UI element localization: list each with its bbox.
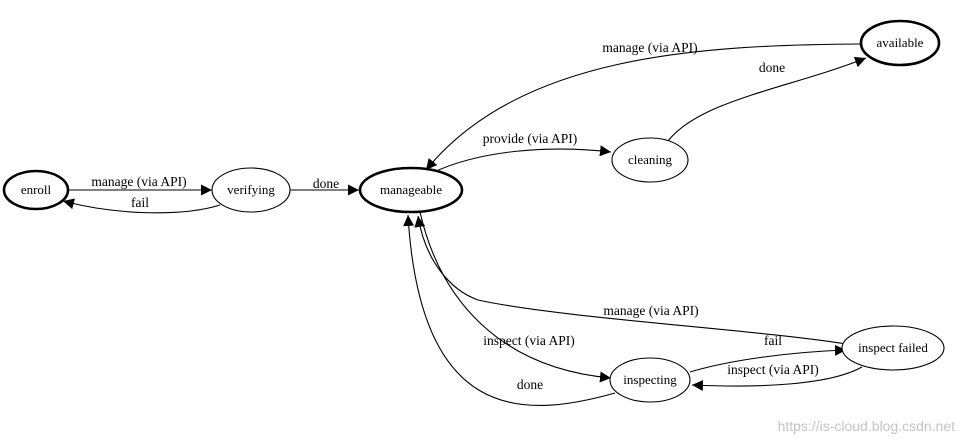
edge-inspect-failed-to-manageable: [414, 215, 847, 345]
edge-label-verifying-to-manageable: done: [313, 176, 339, 191]
node-label-available: available: [877, 35, 924, 50]
node-inspecting: inspecting: [609, 357, 691, 403]
edge-inspecting-to-inspect-failed: [689, 344, 847, 373]
edge-label-verifying-to-enroll: fail: [131, 195, 149, 210]
edge-available-to-manageable: [425, 43, 863, 171]
edge-label-available-to-manageable: manage (via API): [602, 40, 697, 55]
edge-cleaning-to-available: [667, 56, 867, 142]
edge-verifying-to-enroll: [62, 198, 221, 214]
edge-manageable-to-cleaning: [431, 145, 612, 174]
node-label-verifying: verifying: [227, 182, 275, 197]
node-enroll: enroll: [2, 169, 70, 211]
watermark-text: https://is-cloud.blog.csdn.net: [778, 418, 956, 434]
edge-label-inspecting-to-manageable: done: [517, 377, 543, 392]
edge-label-inspect-failed-to-manageable: manage (via API): [603, 303, 698, 318]
node-label-manageable: manageable: [380, 182, 442, 197]
node-inspect-failed: inspect failed: [841, 325, 945, 371]
node-verifying: verifying: [211, 167, 291, 213]
edge-label-inspecting-to-inspect-failed: fail: [764, 333, 782, 348]
edge-label-inspect-failed-to-inspecting: inspect (via API): [727, 362, 818, 377]
node-label-inspect-failed: inspect failed: [858, 340, 928, 355]
edge-label-cleaning-to-available: done: [759, 60, 785, 75]
edge-inspecting-to-manageable: [403, 214, 616, 406]
node-manageable: manageable: [358, 166, 464, 214]
edge-label-enroll-to-verifying: manage (via API): [91, 174, 186, 189]
edge-label-manageable-to-inspecting: inspect (via API): [483, 333, 574, 348]
edge-manageable-to-inspecting: [419, 211, 612, 383]
edge-inspect-failed-to-inspecting: [691, 366, 863, 391]
node-label-cleaning: cleaning: [628, 152, 673, 167]
node-cleaning: cleaning: [611, 137, 689, 183]
node-label-enroll: enroll: [21, 182, 52, 197]
node-label-inspecting: inspecting: [623, 372, 677, 387]
node-available: available: [859, 19, 941, 67]
edge-label-manageable-to-cleaning: provide (via API): [483, 131, 577, 146]
